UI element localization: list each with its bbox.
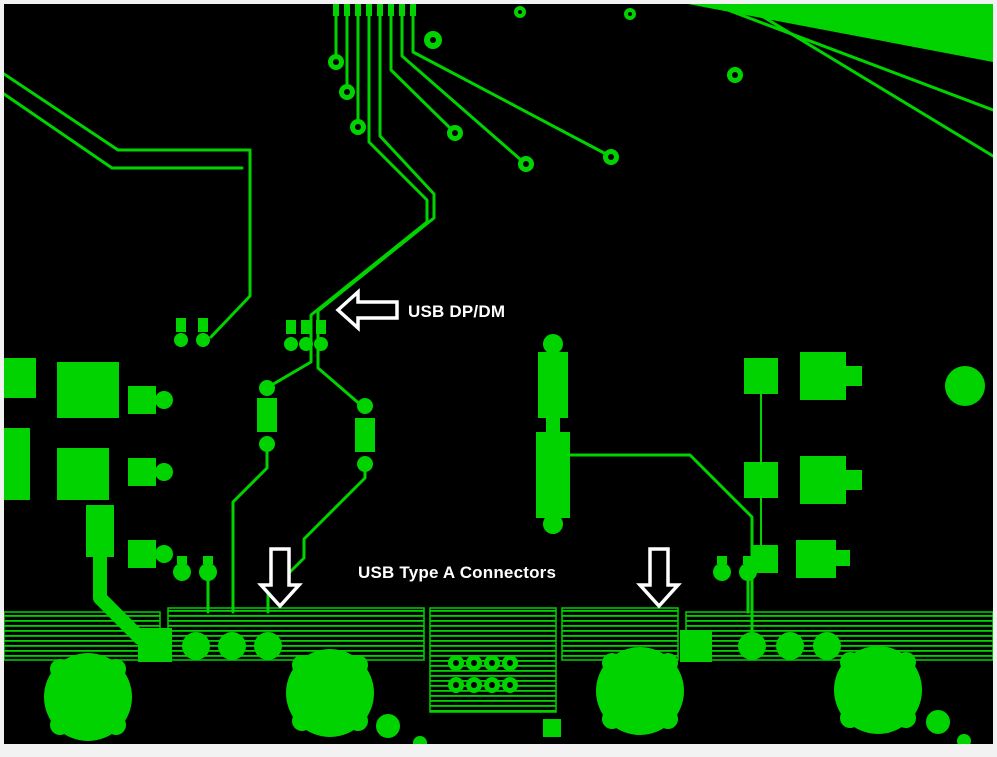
via-pads (328, 6, 743, 172)
center-components (174, 318, 754, 642)
usb-type-a-connectors-label: USB Type A Connectors (358, 563, 557, 582)
mounting-holes (44, 646, 971, 744)
arrow-down-left-icon (257, 547, 303, 609)
top-right-copper (688, 4, 993, 158)
arrow-left-icon (335, 288, 399, 332)
usb-diff-pair-traces (231, 4, 436, 614)
connector-pads (138, 628, 841, 662)
top-trace-bundle (333, 4, 608, 162)
usb-header-pads (448, 655, 518, 693)
annotation-arrows (257, 288, 682, 609)
arrow-down-right-icon (636, 547, 682, 609)
left-components (4, 358, 217, 645)
top-left-traces (4, 72, 252, 339)
right-components (713, 352, 985, 614)
usb-dpdm-label: USB DP/DM (408, 302, 506, 321)
